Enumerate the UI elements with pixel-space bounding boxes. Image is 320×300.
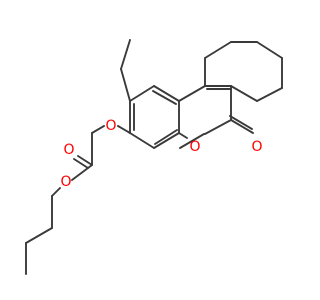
bond xyxy=(256,87,283,102)
ring-oxygen-label: O xyxy=(189,139,200,155)
bond xyxy=(204,41,232,59)
bond xyxy=(229,115,253,130)
bond xyxy=(71,164,93,181)
bond xyxy=(77,155,93,166)
bond-layer xyxy=(25,39,283,275)
ester-oxygen-label: O xyxy=(60,174,71,190)
bond xyxy=(120,39,131,70)
bond xyxy=(91,125,105,134)
bond xyxy=(129,85,155,102)
structure-svg: O O O O O xyxy=(25,39,283,275)
ether-oxygen-label: O xyxy=(105,118,116,134)
bond xyxy=(117,125,131,134)
bond xyxy=(204,119,232,135)
molecule-diagram: O O O O O xyxy=(25,39,283,275)
bond xyxy=(153,85,180,102)
bond xyxy=(178,85,206,102)
bond xyxy=(230,119,254,134)
bond xyxy=(25,227,53,244)
bond xyxy=(178,132,188,139)
bond xyxy=(152,90,177,105)
atom-label-layer: O O O O O xyxy=(60,118,262,190)
bond xyxy=(230,85,258,102)
bond xyxy=(120,68,131,102)
bond xyxy=(179,133,205,149)
bond xyxy=(51,187,61,197)
bond xyxy=(129,132,155,149)
ester-carbonyl-oxygen-label: O xyxy=(63,142,74,158)
bond xyxy=(154,129,178,145)
carbonyl-oxygen-label: O xyxy=(251,139,262,155)
bond xyxy=(153,132,180,149)
bond xyxy=(256,41,283,59)
bond xyxy=(73,158,89,169)
